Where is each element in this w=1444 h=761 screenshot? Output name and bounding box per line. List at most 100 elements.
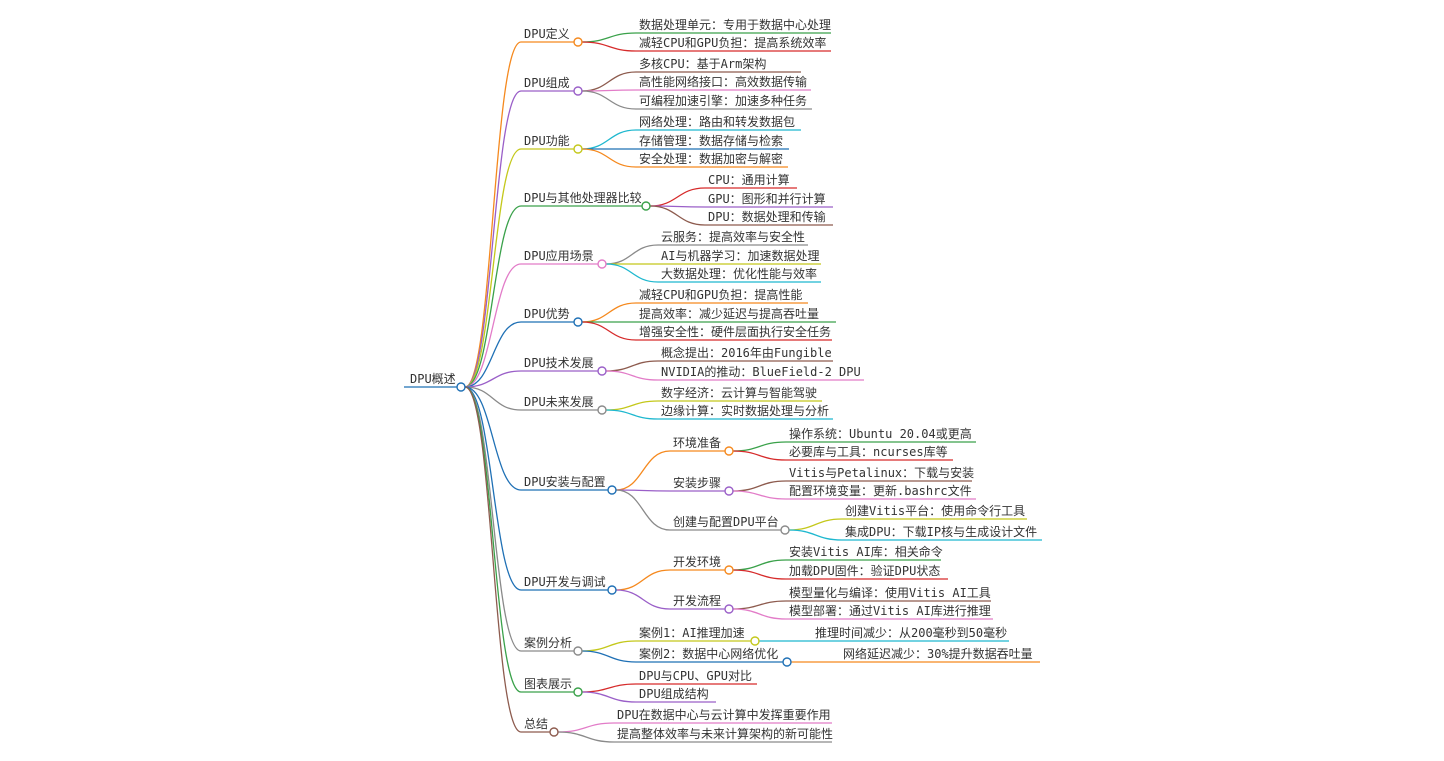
subtopic-edge-3-2 (649, 205, 706, 226)
topic-collapse-toggle-3[interactable] (641, 201, 651, 211)
subtopic-edge-4-0 (605, 244, 659, 265)
subtopic-collapse-toggle-8-0[interactable] (724, 446, 734, 456)
subtopic-label: 提高效率：减少延迟与提高吞吐量 (639, 306, 819, 321)
detail-label: 配置环境变量：更新.bashrc文件 (789, 483, 972, 498)
subtopic-edge-0-1 (581, 41, 637, 52)
detail-edge-9-0-0 (732, 559, 787, 571)
branch-edge-4 (464, 263, 522, 388)
subtopic-edge-7-0 (605, 400, 659, 411)
subtopic-edge-4-2 (605, 263, 659, 283)
root-collapse-toggle[interactable] (456, 382, 466, 392)
main-topic-label: DPU优势 (524, 307, 570, 321)
subtopic-label: 网络处理：路由和转发数据包 (639, 114, 795, 129)
main-topic-label: DPU应用场景 (524, 248, 594, 263)
subtopic-label: 开发流程 (673, 593, 721, 608)
subtopic-edge-8-0 (615, 450, 671, 491)
subtopic-label: 提高整体效率与未来计算架构的新可能性 (617, 726, 833, 741)
topic-collapse-toggle-4[interactable] (597, 259, 607, 269)
subtopic-label: 云服务：提高效率与安全性 (661, 229, 805, 244)
subtopic-label: 安装步骤 (673, 475, 721, 490)
subtopic-edge-12-0 (557, 722, 615, 733)
topic-collapse-toggle-10[interactable] (573, 646, 583, 656)
subtopic-label: 数字经济：云计算与智能驾驶 (661, 385, 817, 400)
subtopic-label: DPU与CPU、GPU对比 (639, 669, 752, 683)
topic-collapse-toggle-7[interactable] (597, 405, 607, 415)
subtopic-collapse-toggle-9-0[interactable] (724, 565, 734, 575)
detail-edge-8-1-0 (732, 480, 787, 492)
topic-collapse-toggle-2[interactable] (573, 144, 583, 154)
topic-collapse-toggle-8[interactable] (607, 485, 617, 495)
subtopic-label: 减轻CPU和GPU负担：提高性能 (639, 287, 802, 302)
subtopic-label: 数据处理单元：专用于数据中心处理 (639, 17, 831, 32)
main-topic-label: DPU功能 (524, 134, 570, 148)
subtopic-label: 存储管理：数据存储与检索 (639, 133, 783, 148)
main-topic-label: DPU安装与配置 (524, 474, 606, 489)
topic-collapse-toggle-1[interactable] (573, 86, 583, 96)
subtopic-label: 案例1：AI推理加速 (639, 625, 745, 640)
subtopic-label: DPU在数据中心与云计算中发挥重要作用 (617, 707, 831, 722)
detail-edge-8-0-0 (732, 441, 787, 452)
main-topic-label: DPU定义 (524, 26, 570, 41)
detail-label: 推理时间减少：从200毫秒到50毫秒 (815, 625, 1007, 640)
mind-map-edges (404, 32, 1042, 743)
subtopic-label: 可编程加速引擎：加速多种任务 (639, 93, 807, 108)
topic-collapse-toggle-11[interactable] (573, 687, 583, 697)
subtopic-collapse-toggle-10-1[interactable] (782, 657, 792, 667)
subtopic-label: CPU：通用计算 (708, 172, 790, 187)
main-topic-label: DPU技术发展 (524, 355, 594, 370)
subtopic-edge-5-2 (581, 321, 637, 341)
branch-edge-7 (464, 386, 522, 411)
root-topic-label: DPU概述 (410, 372, 456, 386)
branch-edge-9 (464, 386, 522, 591)
subtopic-edge-12-1 (557, 731, 615, 743)
detail-label: 安装Vitis AI库：相关命令 (789, 544, 943, 559)
detail-edge-8-2-1 (788, 529, 843, 541)
subtopic-edge-1-2 (581, 90, 637, 110)
branch-edge-6 (464, 370, 522, 388)
detail-label: 创建Vitis平台：使用命令行工具 (845, 503, 1025, 518)
detail-label: Vitis与Petalinux：下载与安装 (789, 465, 974, 480)
main-topic-label: 案例分析 (524, 635, 572, 650)
subtopic-label: 增强安全性：硬件层面执行安全任务 (639, 324, 831, 339)
topic-collapse-toggle-9[interactable] (607, 585, 617, 595)
topic-collapse-toggle-5[interactable] (573, 317, 583, 327)
subtopic-label: 开发环境 (673, 554, 721, 569)
subtopic-collapse-toggle-8-2[interactable] (780, 525, 790, 535)
topic-collapse-toggle-0[interactable] (573, 37, 583, 47)
subtopic-edge-11-1 (581, 691, 637, 703)
subtopic-label: AI与机器学习：加速数据处理 (661, 248, 819, 263)
detail-label: 网络延迟减少：30%提升数据吞吐量 (843, 646, 1033, 661)
subtopic-edge-8-2 (615, 489, 671, 531)
main-topic-label: DPU与其他处理器比较 (524, 190, 642, 205)
subtopic-edge-10-1 (581, 650, 637, 663)
subtopic-edge-7-1 (605, 409, 659, 420)
subtopic-edge-6-0 (605, 360, 659, 372)
subtopic-collapse-toggle-9-1[interactable] (724, 604, 734, 614)
branch-edge-12 (464, 386, 522, 733)
branch-edge-2 (464, 148, 522, 388)
subtopic-label: 减轻CPU和GPU负担：提高系统效率 (639, 35, 826, 50)
subtopic-label: 概念提出：2016年由Fungible (661, 345, 832, 360)
subtopic-edge-6-1 (605, 370, 659, 381)
subtopic-edge-1-0 (581, 71, 637, 92)
subtopic-edge-10-0 (581, 640, 637, 652)
detail-edge-8-1-1 (732, 490, 787, 500)
main-topic-label: 总结 (524, 717, 548, 731)
branch-edge-0 (464, 41, 522, 388)
branch-edge-11 (464, 386, 522, 693)
topic-collapse-toggle-6[interactable] (597, 366, 607, 376)
subtopic-label: 高性能网络接口：高效数据传输 (639, 74, 807, 89)
detail-edge-8-0-1 (732, 450, 787, 461)
branch-edge-1 (464, 90, 522, 388)
branch-edge-5 (464, 321, 522, 388)
subtopic-edge-0-0 (581, 32, 637, 43)
subtopic-edge-11-0 (581, 683, 637, 693)
subtopic-label: 多核CPU：基于Arm架构 (639, 56, 766, 71)
subtopic-label: 安全处理：数据加密与解密 (639, 151, 783, 166)
topic-collapse-toggle-12[interactable] (549, 727, 559, 737)
subtopic-collapse-toggle-8-1[interactable] (724, 486, 734, 496)
detail-label: 模型量化与编译：使用Vitis AI工具 (789, 585, 991, 600)
subtopic-collapse-toggle-10-0[interactable] (750, 636, 760, 646)
subtopic-label: GPU：图形和并行计算 (708, 191, 826, 206)
